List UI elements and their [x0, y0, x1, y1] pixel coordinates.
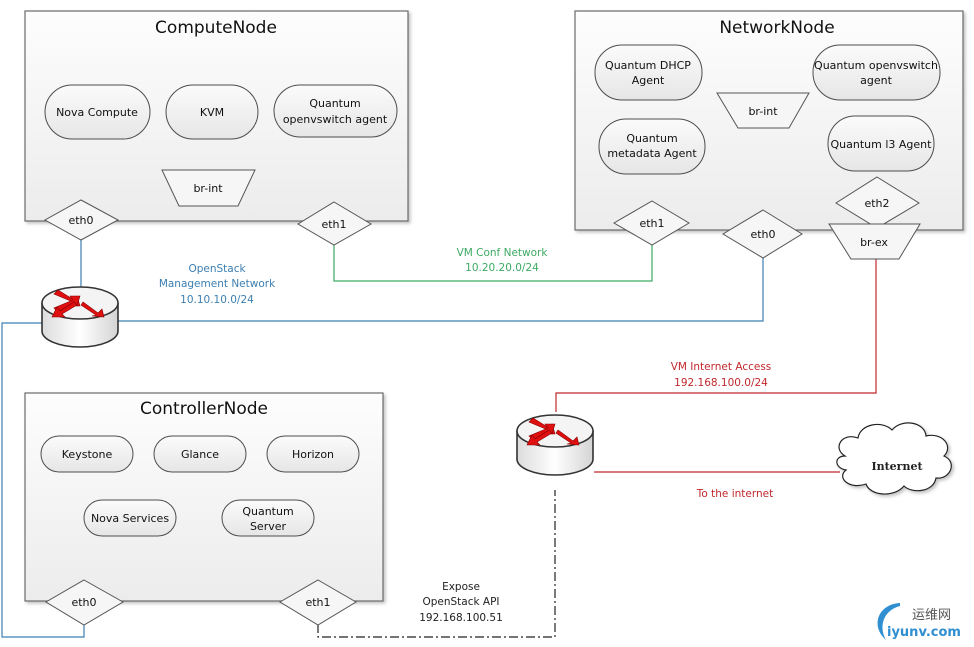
interface-label: eth0 [68, 214, 93, 227]
service-label: Quantum l3 Agent [831, 138, 933, 151]
wire-router-to-network-eth0 [118, 256, 764, 322]
service-glance[interactable]: Glance [153, 435, 247, 473]
service-label-line2: metadata Agent [607, 147, 697, 160]
router-icon [41, 286, 119, 348]
service-quantum-openvswitch-agent[interactable]: Quantum openvswitch agent [273, 84, 398, 138]
wire-router-to-controller-eth0 [1, 322, 85, 638]
internet-wires [555, 259, 877, 473]
vm-conf-network-label: VM Conf Network 10.20.20.0/24 [457, 247, 549, 274]
router-icon [516, 414, 594, 476]
bridge-br-int-network[interactable]: br-int [716, 92, 810, 129]
label-line: OpenStack [188, 263, 246, 275]
bridge-br-int-compute[interactable]: br-int [161, 169, 256, 207]
watermark-cn: 运维网 [912, 608, 951, 623]
to-the-internet-label: To the internet [696, 488, 773, 500]
interface-network-eth0[interactable]: eth0 [722, 209, 803, 259]
service-nova-compute[interactable]: Nova Compute [44, 84, 151, 140]
management-network-label: OpenStack Management Network 10.10.10.0/… [159, 263, 276, 306]
interface-label: eth0 [750, 228, 775, 241]
service-label: Glance [181, 448, 219, 461]
label-line: 192.168.100.0/24 [674, 377, 768, 389]
compute-node-title: ComputeNode [155, 18, 277, 38]
interface-controller-eth1[interactable]: eth1 [279, 579, 357, 626]
service-quantum-l3-agent[interactable]: Quantum l3 Agent [827, 115, 935, 172]
interface-controller-eth0[interactable]: eth0 [45, 579, 125, 626]
watermark-en: iyunv.com [887, 625, 961, 640]
interface-label: eth1 [305, 596, 330, 609]
service-label-line1: Quantum [242, 505, 293, 518]
label-line: 10.10.10.0/24 [180, 294, 254, 306]
service-keystone[interactable]: Keystone [40, 435, 134, 473]
service-horizon[interactable]: Horizon [266, 435, 360, 473]
label-line: 10.20.20.0/24 [465, 262, 539, 274]
vm-internet-access-label: VM Internet Access 192.168.100.0/24 [671, 361, 772, 389]
service-nova-services[interactable]: Nova Services [83, 499, 177, 537]
interface-label: eth2 [864, 197, 889, 210]
controller-node-title: ControllerNode [140, 399, 268, 419]
service-label-line2: agent [860, 74, 892, 87]
wire-brex-to-router [555, 259, 877, 412]
service-label: Horizon [292, 448, 334, 461]
bridge-label: br-int [193, 182, 223, 195]
service-label-line2: Server [250, 520, 287, 533]
service-label: KVM [200, 106, 224, 119]
interface-network-eth1[interactable]: eth1 [613, 200, 690, 246]
internet-label: Internet [871, 460, 923, 473]
wire-controller-eth1-to-router [317, 490, 556, 638]
service-quantum-openvswitch-agent-network[interactable]: Quantum openvswitch agent [812, 44, 941, 101]
service-label-line1: Quantum openvswitch [814, 59, 938, 72]
service-quantum-dhcp-agent[interactable]: Quantum DHCP Agent [594, 44, 703, 101]
interface-label: eth1 [639, 217, 664, 230]
service-quantum-metadata-agent[interactable]: Quantum metadata Agent [598, 118, 706, 175]
service-label: Nova Compute [56, 106, 138, 119]
watermark: 运维网 iyunv.com [877, 603, 961, 640]
expose-api-label: Expose OpenStack API 192.168.100.51 [419, 581, 503, 624]
label-line: Management Network [159, 278, 276, 290]
controller-node: ControllerNode Keystone Glance Horizon N… [24, 392, 384, 626]
interface-compute-eth1[interactable]: eth1 [297, 201, 372, 246]
bridge-label: br-ex [860, 236, 888, 249]
internet-cloud[interactable]: Internet [836, 422, 952, 495]
watermark-swoosh-icon [877, 603, 900, 640]
network-node: NetworkNode Quantum DHCP Agent Quantum o… [574, 10, 964, 260]
vm-conf-network-wires [333, 232, 653, 282]
label-line: OpenStack API [422, 596, 499, 608]
bridge-label: br-int [748, 105, 778, 118]
service-label-line1: Quantum [309, 97, 360, 110]
interface-compute-eth0[interactable]: eth0 [43, 199, 120, 241]
label-line: VM Internet Access [671, 361, 772, 373]
service-label-line1: Quantum DHCP [605, 59, 691, 72]
label-line: VM Conf Network [457, 247, 549, 259]
bridge-br-ex[interactable]: br-ex [828, 223, 921, 260]
service-quantum-server[interactable]: Quantum Server [221, 499, 315, 537]
service-label: Nova Services [91, 512, 169, 525]
management-router[interactable] [41, 286, 119, 348]
service-label: Keystone [62, 448, 113, 461]
label-line: 192.168.100.51 [419, 612, 503, 624]
label-line: Expose [442, 581, 480, 593]
service-kvm[interactable]: KVM [165, 84, 259, 140]
network-node-title: NetworkNode [719, 18, 834, 38]
interface-network-eth2[interactable]: eth2 [835, 176, 920, 229]
service-label-line2: Agent [632, 74, 665, 87]
compute-node: ComputeNode Nova Compute KVM Quantum ope… [24, 10, 409, 246]
controller-node-box [24, 392, 384, 602]
interface-label: eth1 [321, 218, 346, 231]
cloud-icon [836, 422, 952, 495]
external-router[interactable] [516, 414, 594, 476]
service-label-line2: openvswitch agent [283, 113, 388, 126]
service-label-line1: Quantum [626, 132, 677, 145]
interface-label: eth0 [71, 596, 96, 609]
wire-compute-eth1-to-network-eth1 [333, 232, 653, 282]
label-line: To the internet [696, 488, 773, 500]
